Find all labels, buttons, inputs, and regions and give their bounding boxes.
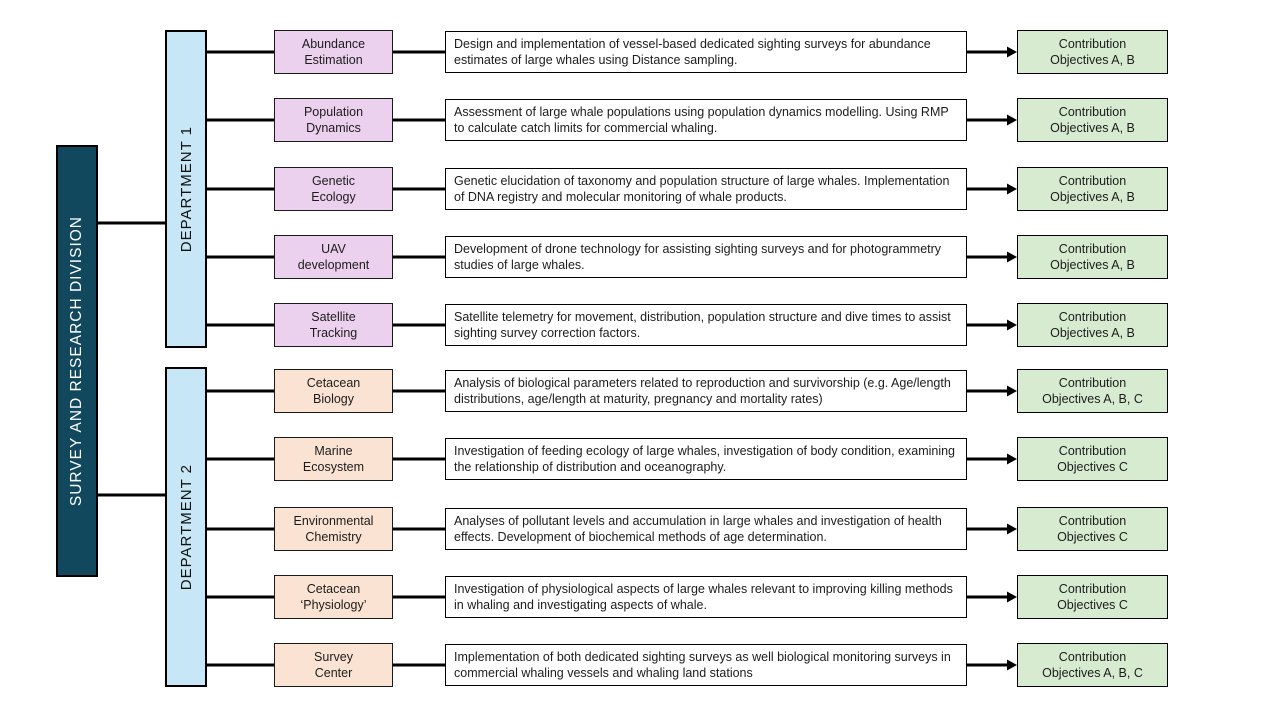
unit-label-line2: Biology: [313, 392, 354, 406]
division-title: SURVEY AND RESEARCH DIVISION: [68, 215, 85, 507]
description-text: Genetic elucidation of taxonomy and popu…: [454, 173, 950, 205]
description-cetacean-biology: Analysis of biological parameters relate…: [445, 370, 967, 412]
unit-label-line2: Tracking: [309, 326, 358, 340]
unit-survey-center: Survey Center: [274, 643, 393, 687]
contribution-line2: Objectives A, B: [1050, 258, 1135, 272]
contribution-genetic-ecology: Contribution Objectives A, B: [1017, 167, 1168, 211]
unit-label-line2: Dynamics: [306, 121, 361, 135]
unit-population-dynamics: Population Dynamics: [274, 98, 393, 142]
description-cetacean-physiology: Investigation of physiological aspects o…: [445, 576, 967, 618]
division-connectors: [98, 221, 165, 497]
contribution-satellite-tracking: Contribution Objectives A, B: [1017, 303, 1168, 347]
contribution-line2: Objectives A, B: [1050, 53, 1135, 67]
unit-marine-ecosystem: Marine Ecosystem: [274, 437, 393, 481]
contribution-line1: Contribution: [1058, 105, 1127, 119]
contribution-cetacean-biology: Contribution Objectives A, B, C: [1017, 369, 1168, 413]
description-marine-ecosystem: Investigation of feeding ecology of larg…: [445, 438, 967, 480]
description-text: Implementation of both dedicated sightin…: [454, 649, 951, 681]
contribution-line1: Contribution: [1058, 582, 1127, 596]
department-1-label: DEPARTMENT 1: [177, 125, 195, 253]
department-1-box: DEPARTMENT 1: [165, 30, 207, 348]
unit-label-line1: Survey: [314, 650, 353, 664]
description-text: Investigation of physiological aspects o…: [454, 581, 953, 613]
unit-label-line2: development: [297, 258, 370, 272]
contribution-line1: Contribution: [1058, 310, 1127, 324]
contribution-line2: Objectives C: [1057, 598, 1128, 612]
description-text: Investigation of feeding ecology of larg…: [454, 443, 956, 475]
unit-label-line2: Ecosystem: [302, 460, 365, 474]
unit-uav-development: UAV development: [274, 235, 393, 279]
contribution-line2: Objectives A, B, C: [1042, 392, 1143, 406]
contribution-population-dynamics: Contribution Objectives A, B: [1017, 98, 1168, 142]
contribution-line1: Contribution: [1058, 444, 1127, 458]
contribution-line1: Contribution: [1058, 376, 1127, 390]
unit-label-line2: ‘Physiology’: [300, 598, 367, 612]
unit-label-line1: Satellite: [311, 310, 356, 324]
contribution-line1: Contribution: [1058, 650, 1127, 664]
unit-label-line1: Abundance: [301, 37, 366, 51]
description-population-dynamics: Assessment of large whale populations us…: [445, 99, 967, 141]
description-text: Assessment of large whale populations us…: [454, 104, 949, 136]
unit-label-line1: Cetacean: [306, 582, 361, 596]
description-survey-center: Implementation of both dedicated sightin…: [445, 644, 967, 686]
description-abundance-estimation: Design and implementation of vessel-base…: [445, 31, 967, 73]
department-2-box: DEPARTMENT 2: [165, 367, 207, 687]
contribution-line2: Objectives C: [1057, 460, 1128, 474]
unit-cetacean-physiology: Cetacean ‘Physiology’: [274, 575, 393, 619]
contribution-uav-development: Contribution Objectives A, B: [1017, 235, 1168, 279]
description-genetic-ecology: Genetic elucidation of taxonomy and popu…: [445, 168, 967, 210]
contribution-line2: Objectives A, B: [1050, 326, 1135, 340]
division-box: SURVEY AND RESEARCH DIVISION: [56, 145, 98, 577]
unit-label-line2: Ecology: [311, 190, 356, 204]
unit-abundance-estimation: Abundance Estimation: [274, 30, 393, 74]
description-satellite-tracking: Satellite telemetry for movement, distri…: [445, 304, 967, 346]
contribution-survey-center: Contribution Objectives A, B, C: [1017, 643, 1168, 687]
unit-label-line1: Population: [303, 105, 364, 119]
unit-satellite-tracking: Satellite Tracking: [274, 303, 393, 347]
contribution-abundance-estimation: Contribution Objectives A, B: [1017, 30, 1168, 74]
unit-label-line1: Cetacean: [306, 376, 361, 390]
unit-label-line2: Chemistry: [305, 530, 362, 544]
contribution-line2: Objectives A, B: [1050, 190, 1135, 204]
description-text: Analysis of biological parameters relate…: [454, 375, 951, 407]
unit-label-line1: Marine: [314, 444, 353, 458]
description-uav-development: Development of drone technology for assi…: [445, 236, 967, 278]
description-text: Design and implementation of vessel-base…: [454, 36, 931, 68]
contribution-line1: Contribution: [1058, 174, 1127, 188]
unit-genetic-ecology: Genetic Ecology: [274, 167, 393, 211]
unit-label-line2: Estimation: [304, 53, 363, 67]
contribution-line2: Objectives A, B: [1050, 121, 1135, 135]
contribution-line1: Contribution: [1058, 514, 1127, 528]
unit-cetacean-biology: Cetacean Biology: [274, 369, 393, 413]
unit-label-line1: Environmental: [293, 514, 374, 528]
contribution-line1: Contribution: [1058, 37, 1127, 51]
contribution-environmental-chemistry: Contribution Objectives C: [1017, 507, 1168, 551]
description-text: Satellite telemetry for movement, distri…: [454, 309, 951, 341]
contribution-marine-ecosystem: Contribution Objectives C: [1017, 437, 1168, 481]
contribution-line1: Contribution: [1058, 242, 1127, 256]
contribution-line2: Objectives C: [1057, 530, 1128, 544]
description-text: Analyses of pollutant levels and accumul…: [454, 513, 942, 545]
unit-label-line1: UAV: [321, 242, 346, 256]
unit-label-line1: Genetic: [311, 174, 356, 188]
contribution-line2: Objectives A, B, C: [1042, 666, 1143, 680]
contribution-cetacean-physiology: Contribution Objectives C: [1017, 575, 1168, 619]
unit-environmental-chemistry: Environmental Chemistry: [274, 507, 393, 551]
department-2-label: DEPARTMENT 2: [177, 463, 195, 591]
unit-label-line2: Center: [314, 666, 353, 680]
description-text: Development of drone technology for assi…: [454, 241, 942, 273]
description-environmental-chemistry: Analyses of pollutant levels and accumul…: [445, 508, 967, 550]
